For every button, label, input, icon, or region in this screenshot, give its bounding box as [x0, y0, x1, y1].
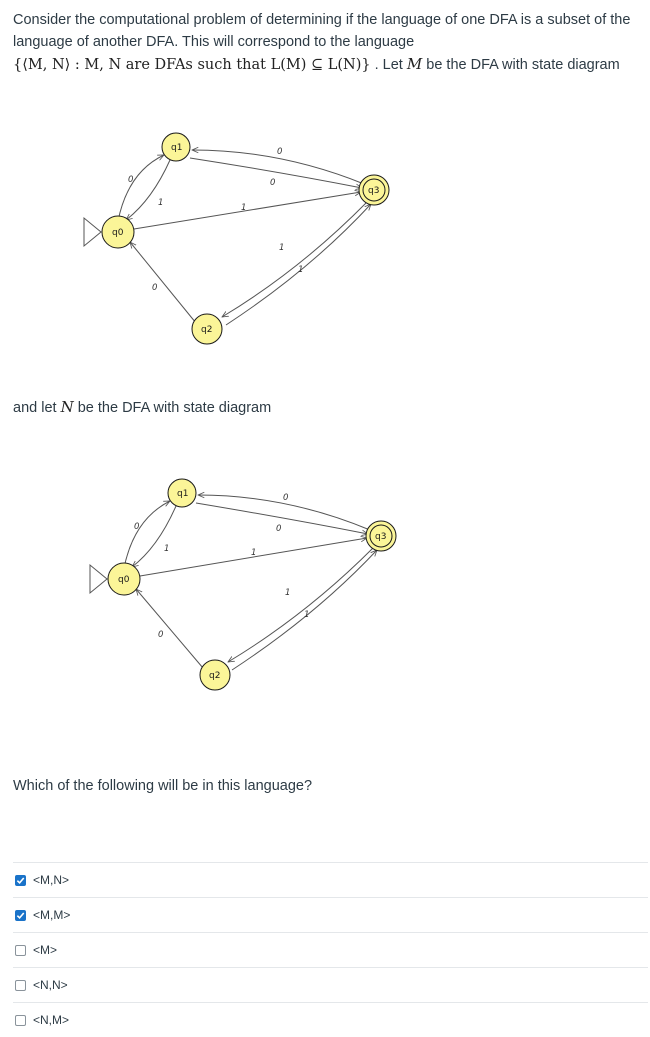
answer-option-m-m[interactable]: <M,M> [13, 897, 648, 932]
svg-text:q1: q1 [177, 489, 188, 499]
label-q2-q3: 1 [279, 243, 284, 253]
svg-text:q1: q1 [171, 143, 182, 153]
start-arrow-icon [83, 216, 102, 248]
label-q2-q0: 0 [158, 630, 163, 640]
edge-q1-q0 [126, 159, 171, 220]
label-q3-q1: 0 [283, 493, 288, 503]
edge-q3-q1 [192, 150, 365, 185]
start-arrow-icon [89, 563, 108, 595]
label-q2-q0: 0 [152, 283, 157, 293]
edge-q0-q1 [117, 154, 164, 222]
state-q3-accepting: q3 [365, 520, 397, 552]
label-q3-q2: 1 [298, 265, 303, 275]
dfa-m-state-diagram: 0 1 0 0 1 0 1 1 q1 q0 q2 q3 [83, 132, 390, 345]
question-text: Which of the following will be in this l… [13, 778, 313, 794]
answer-label: <N,N> [33, 978, 68, 992]
edge-q2-q0 [136, 589, 204, 669]
edge-q2-q3 [231, 550, 377, 671]
label-q3-q2: 1 [304, 610, 309, 620]
answer-option-n-n[interactable]: <N,N> [13, 967, 648, 1002]
edge-q0-q1 [123, 501, 170, 569]
label-q1-q0: 1 [158, 198, 163, 208]
answer-list: <M,N> <M,M> <M> <N,N> <N,M> [13, 862, 648, 1037]
problem-statement: Consider the computational problem of de… [13, 9, 647, 76]
checkbox-unchecked-icon[interactable] [15, 979, 26, 991]
n-intro-text: and let N be the DFA with state diagram [13, 398, 272, 416]
label-q0-q3: 1 [251, 548, 256, 558]
answer-option-m[interactable]: <M> [13, 932, 648, 967]
edge-q1-q3 [195, 502, 368, 534]
checkbox-checked-icon[interactable] [15, 909, 26, 921]
answer-label: <M,N> [33, 873, 70, 887]
state-q2: q2 [191, 313, 223, 345]
label-q1-q3: 0 [276, 524, 281, 534]
edge-q3-q1 [198, 495, 371, 531]
label-q0-q1: 0 [128, 175, 133, 185]
intro-tail-post: be the DFA with state diagram [426, 57, 620, 73]
state-q2: q2 [199, 659, 231, 691]
answer-label: <M> [33, 943, 58, 957]
edge-q0-q3 [133, 192, 361, 230]
edge-q0-q3 [139, 538, 367, 577]
edge-q2-q3 [225, 204, 371, 326]
edge-q3-q2 [222, 201, 368, 317]
answer-label: <M,M> [33, 908, 71, 922]
svg-text:q2: q2 [209, 671, 220, 681]
edge-q1-q3 [189, 157, 362, 188]
checkbox-checked-icon[interactable] [15, 874, 26, 886]
var-m: M [406, 55, 423, 73]
intro-text: Consider the computational problem of de… [13, 12, 631, 50]
svg-text:q2: q2 [201, 325, 212, 335]
dfa-n-state-diagram: 0 1 0 0 1 0 1 1 q1 q0 q2 q3 [89, 478, 397, 691]
intro-tail-pre: . Let [374, 57, 403, 73]
label-q1-q3: 0 [270, 178, 275, 188]
answer-option-n-m[interactable]: <N,M> [13, 1002, 648, 1037]
edge-q1-q0 [132, 505, 177, 567]
label-q3-q1: 0 [277, 147, 282, 157]
state-q0: q0 [101, 215, 135, 249]
svg-text:q0: q0 [118, 575, 130, 585]
svg-text:q0: q0 [112, 228, 124, 238]
state-q1: q1 [161, 132, 191, 162]
var-n: N [60, 398, 74, 416]
checkbox-unchecked-icon[interactable] [15, 944, 26, 956]
edge-q3-q2 [228, 547, 374, 662]
label-q2-q3: 1 [285, 588, 290, 598]
answer-label: <N,M> [33, 1013, 70, 1027]
label-q1-q0: 1 [164, 544, 169, 554]
language-set-expression: {⟨M, N⟩ : M, N are DFAs such that L(M) ⊆… [13, 57, 371, 73]
svg-text:q3: q3 [368, 186, 379, 196]
state-q0: q0 [107, 562, 141, 596]
edge-q2-q0 [130, 242, 197, 324]
label-q0-q3: 1 [241, 203, 246, 213]
svg-text:q3: q3 [375, 532, 386, 542]
answer-option-m-n[interactable]: <M,N> [13, 862, 648, 897]
state-q3-accepting: q3 [358, 174, 390, 206]
label-q0-q1: 0 [134, 522, 139, 532]
state-q1: q1 [167, 478, 197, 508]
